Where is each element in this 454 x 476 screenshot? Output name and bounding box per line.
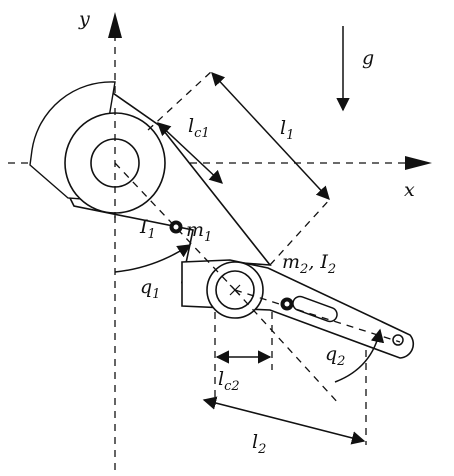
angle-q2-arc	[334, 328, 385, 383]
center-of-mass-icon	[280, 297, 294, 311]
label-l1: l1	[280, 117, 294, 143]
label-q1: q1	[140, 276, 160, 302]
link2-end-pin	[392, 334, 404, 346]
x-axis-label: x	[404, 179, 415, 201]
dim-l1	[211, 72, 330, 200]
label-m1: m1	[186, 219, 212, 245]
link1-centerline	[114, 162, 236, 291]
angle-q1-arc	[114, 244, 192, 273]
link2-slot	[292, 295, 338, 323]
label-lc1: lc1	[188, 115, 210, 141]
label-m2-I2: m2, I2	[282, 251, 336, 277]
center-of-mass-icon	[169, 220, 183, 234]
dim-l1-ext-end	[269, 197, 332, 266]
label-l2: l2	[252, 431, 266, 457]
dim-lc1	[157, 122, 223, 184]
label-q2: q2	[325, 343, 345, 369]
label-lc2: lc2	[218, 368, 240, 394]
arrow-down-icon: g	[362, 47, 374, 69]
y-axis-arrowhead	[108, 12, 122, 38]
x-axis-arrowhead	[405, 156, 432, 170]
y-axis-label: y	[78, 8, 90, 30]
dim-l2	[202, 396, 366, 445]
label-I1: I1	[139, 216, 156, 242]
dim-l1-ext-start	[147, 70, 213, 131]
